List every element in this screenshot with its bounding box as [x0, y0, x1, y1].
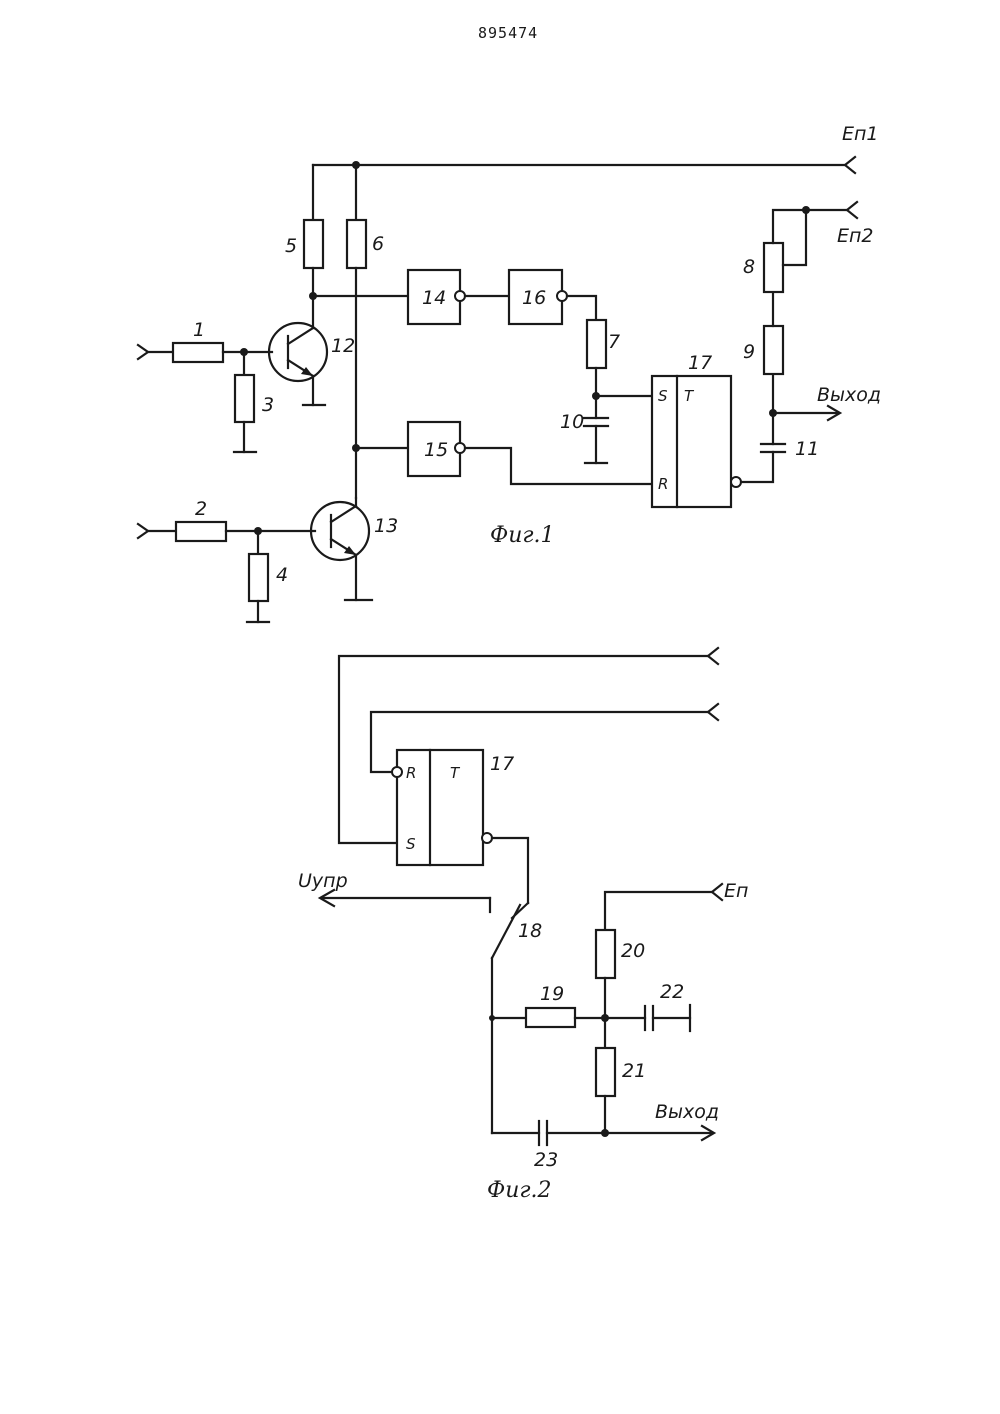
resistor-21 — [596, 1048, 615, 1096]
fig2-caption: Фиг.2 — [487, 1178, 552, 1203]
figure-1: Eп1 5 6 1 3 12 — [138, 123, 881, 622]
ff17-fig2-pin-s: S — [406, 835, 416, 853]
label-r6: 6 — [372, 233, 384, 255]
resistor-7 — [587, 320, 606, 368]
ff17-pin-s: S — [658, 387, 668, 405]
resistor-3 — [235, 375, 254, 422]
label-t12: 12 — [331, 335, 355, 357]
fig1-caption: Фиг.1 — [490, 523, 555, 548]
label-t13: 13 — [374, 515, 398, 537]
label-ff17: 17 — [688, 352, 712, 374]
label-r19: 19 — [540, 983, 564, 1005]
label-r4: 4 — [276, 564, 288, 586]
resistor-1 — [173, 343, 223, 362]
resistor-19 — [526, 1008, 575, 1027]
label-c11: 11 — [795, 438, 819, 460]
ff17-pin-r: R — [658, 475, 668, 493]
label-r9: 9 — [743, 341, 755, 363]
fig2-output-label: Выход — [655, 1101, 719, 1123]
label-r20: 20 — [621, 940, 645, 962]
label-c23: 23 — [534, 1149, 558, 1171]
label-r1: 1 — [193, 319, 205, 341]
supply2-terminal-arrow — [847, 202, 857, 218]
supply1-label: Eп1 — [842, 123, 879, 145]
control-label: Uупр — [298, 870, 348, 892]
label-r7: 7 — [608, 331, 620, 353]
figure-2: R T S 17 Uупр 18 19 22 Eп 20 — [298, 648, 748, 1203]
input2-terminal — [138, 524, 148, 538]
label-g16: 16 — [522, 287, 546, 309]
resistor-5 — [304, 220, 323, 268]
resistor-4 — [249, 554, 268, 601]
fig1-output-label: Выход — [817, 384, 881, 406]
supply1-terminal-arrow — [845, 157, 855, 173]
label-r2: 2 — [195, 498, 207, 520]
resistor-9 — [764, 326, 783, 374]
label-c22: 22 — [660, 981, 684, 1003]
label-ff17-fig2: 17 — [490, 753, 514, 775]
ff17-fig2-pin-r: R — [406, 764, 416, 782]
resistor-6 — [347, 220, 366, 268]
supply2-label: Eп2 — [837, 225, 874, 247]
label-c10: 10 — [560, 411, 584, 433]
label-r5: 5 — [285, 235, 297, 257]
switch-18 — [492, 905, 520, 958]
potentiometer-8 — [764, 243, 783, 292]
input1-terminal — [138, 345, 148, 359]
input-line-s — [339, 656, 708, 843]
supply-label: Eп — [724, 880, 748, 902]
label-g15: 15 — [424, 439, 448, 461]
resistor-2 — [176, 522, 226, 541]
transistor-12 — [269, 323, 327, 381]
patent-number: 895474 — [478, 24, 538, 42]
label-g14: 14 — [422, 287, 446, 309]
label-r3: 3 — [262, 394, 274, 416]
label-sw18: 18 — [518, 920, 542, 942]
resistor-20 — [596, 930, 615, 978]
label-r8: 8 — [743, 256, 755, 278]
transistor-13 — [311, 502, 369, 560]
label-r21: 21 — [622, 1060, 646, 1082]
